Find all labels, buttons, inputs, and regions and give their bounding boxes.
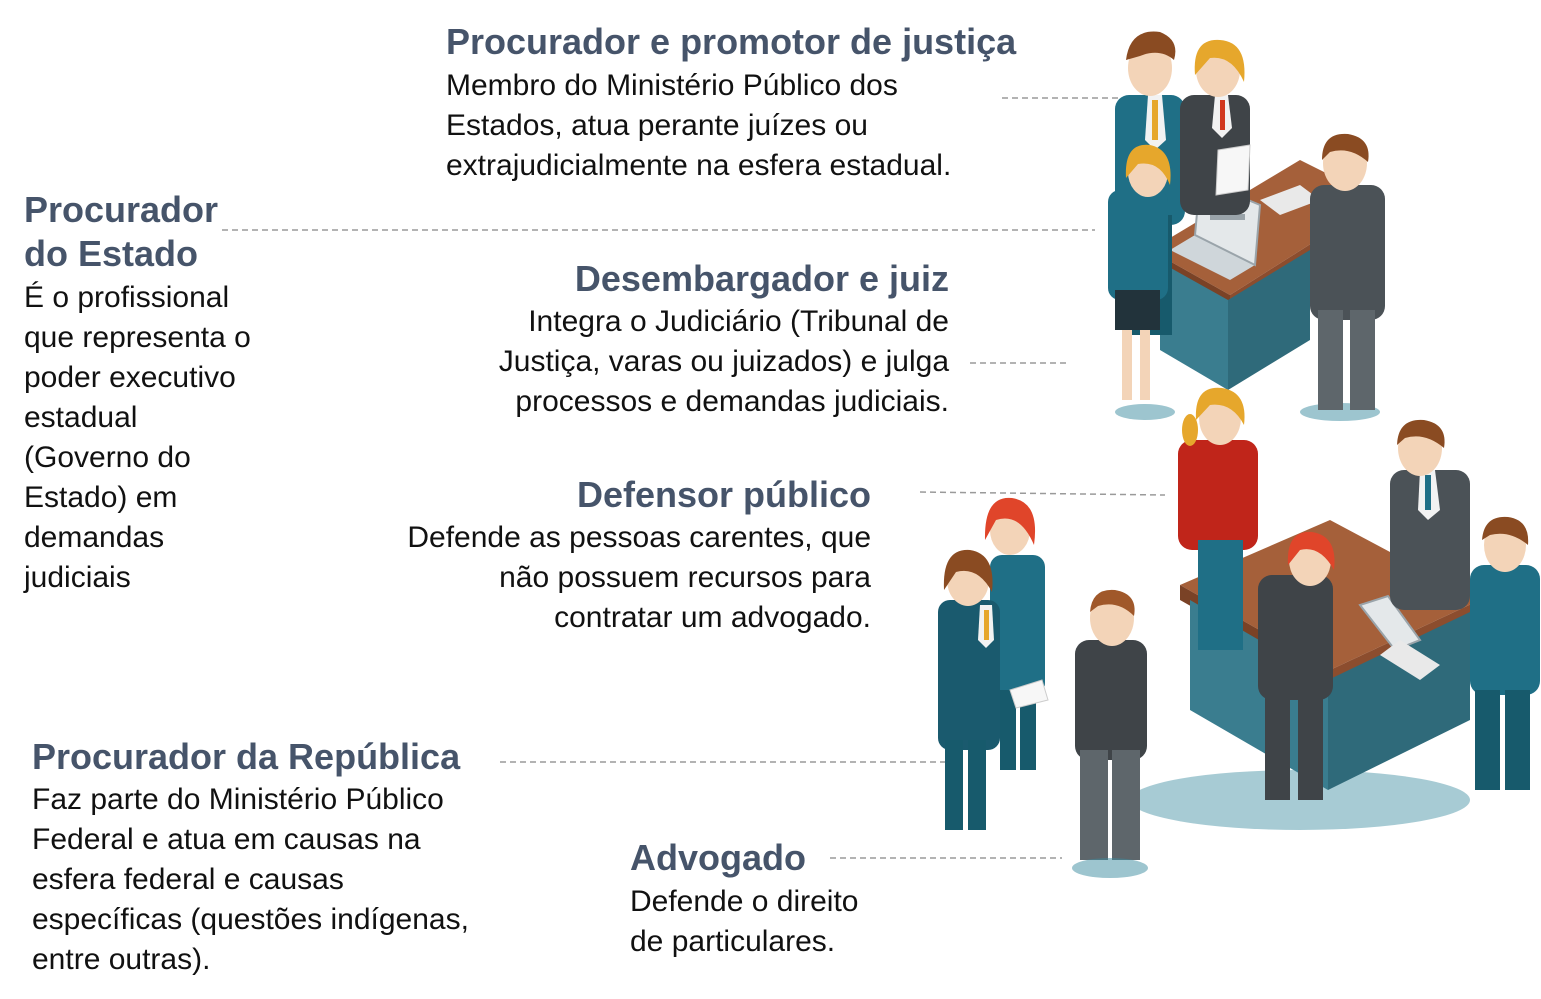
desc-desembargador-juiz: Integra o Judiciário (Tribunal de Justiç…	[499, 302, 949, 422]
desc-line: judiciais	[24, 561, 131, 594]
desc-line: de particulares.	[630, 925, 836, 958]
person-woman-red-blouse	[1178, 387, 1258, 650]
title-desembargador-juiz: Desembargador e juiz	[574, 258, 949, 299]
desc-defensor-publico: Defende as pessoas carentes, que não pos…	[407, 518, 871, 638]
title-defensor-publico: Defensor público	[576, 474, 871, 515]
desc-line: (Governo do	[24, 441, 191, 474]
desc-line: que representa o	[24, 321, 251, 354]
upper-group	[1108, 31, 1385, 421]
person-woman-blonde	[1180, 39, 1251, 215]
desc-line: Justiça, varas ou juizados) e julga	[498, 345, 949, 378]
desc-line: Federal e atua em causas na	[32, 823, 421, 856]
person-woman-laptop	[1108, 144, 1171, 400]
person-lawyer	[1072, 589, 1148, 878]
desc-line: extrajudicialmente na esfera estadual.	[446, 149, 952, 182]
desc-line: não possuem recursos para	[499, 561, 871, 594]
title-procurador-republica: Procurador da República	[32, 736, 461, 777]
desc-advogado: Defende o direito de particulares.	[630, 882, 859, 962]
title-advogado: Advogado	[630, 837, 806, 878]
desc-line: estadual	[24, 401, 138, 434]
professionals-illustration	[938, 31, 1540, 878]
desc-line: Membro do Ministério Público dos	[446, 69, 898, 102]
desc-line: contratar um advogado.	[554, 601, 871, 634]
person-man-gray-suit	[1310, 133, 1385, 410]
person-woman-brown-hair	[938, 549, 1049, 830]
desc-line: esfera federal e causas	[32, 863, 344, 896]
person-woman-red-hair	[1258, 531, 1335, 800]
desc-line: demandas	[24, 521, 165, 554]
title-line: do Estado	[24, 233, 199, 274]
desc-line: específicas (questões indígenas,	[32, 903, 469, 936]
desc-line: entre outras).	[32, 943, 211, 976]
desc-procurador-promotor: Membro do Ministério Público dos Estados…	[446, 66, 951, 186]
desc-line: Estados, atua perante juízes ou	[446, 109, 868, 142]
desc-line: Integra o Judiciário (Tribunal de	[528, 305, 949, 338]
desc-line: poder executivo	[24, 361, 236, 394]
person-man-gray-standing	[1390, 419, 1470, 610]
person-man-teal-right	[1470, 516, 1540, 790]
desc-line: Defende as pessoas carentes, que	[407, 521, 871, 554]
title-line: Procurador	[24, 189, 219, 230]
desc-line: É o profissional	[24, 281, 230, 314]
title-procurador-promotor: Procurador e promotor de justiça	[446, 21, 1017, 62]
person-woman-red-hair-left	[984, 497, 1045, 770]
desc-line: Defende o direito	[630, 885, 859, 918]
desc-line: Faz parte do Ministério Público	[32, 783, 444, 816]
desc-line: Estado) em	[24, 481, 178, 514]
leader-defensor	[919, 491, 1166, 496]
desc-line: processos e demandas judiciais.	[515, 385, 949, 418]
title-procurador-estado: Procurador do Estado	[24, 188, 218, 276]
desc-procurador-republica: Faz parte do Ministério Público Federal …	[32, 780, 469, 980]
desc-procurador-estado: É o profissional que representa o poder …	[24, 278, 251, 598]
lower-group	[938, 387, 1540, 878]
